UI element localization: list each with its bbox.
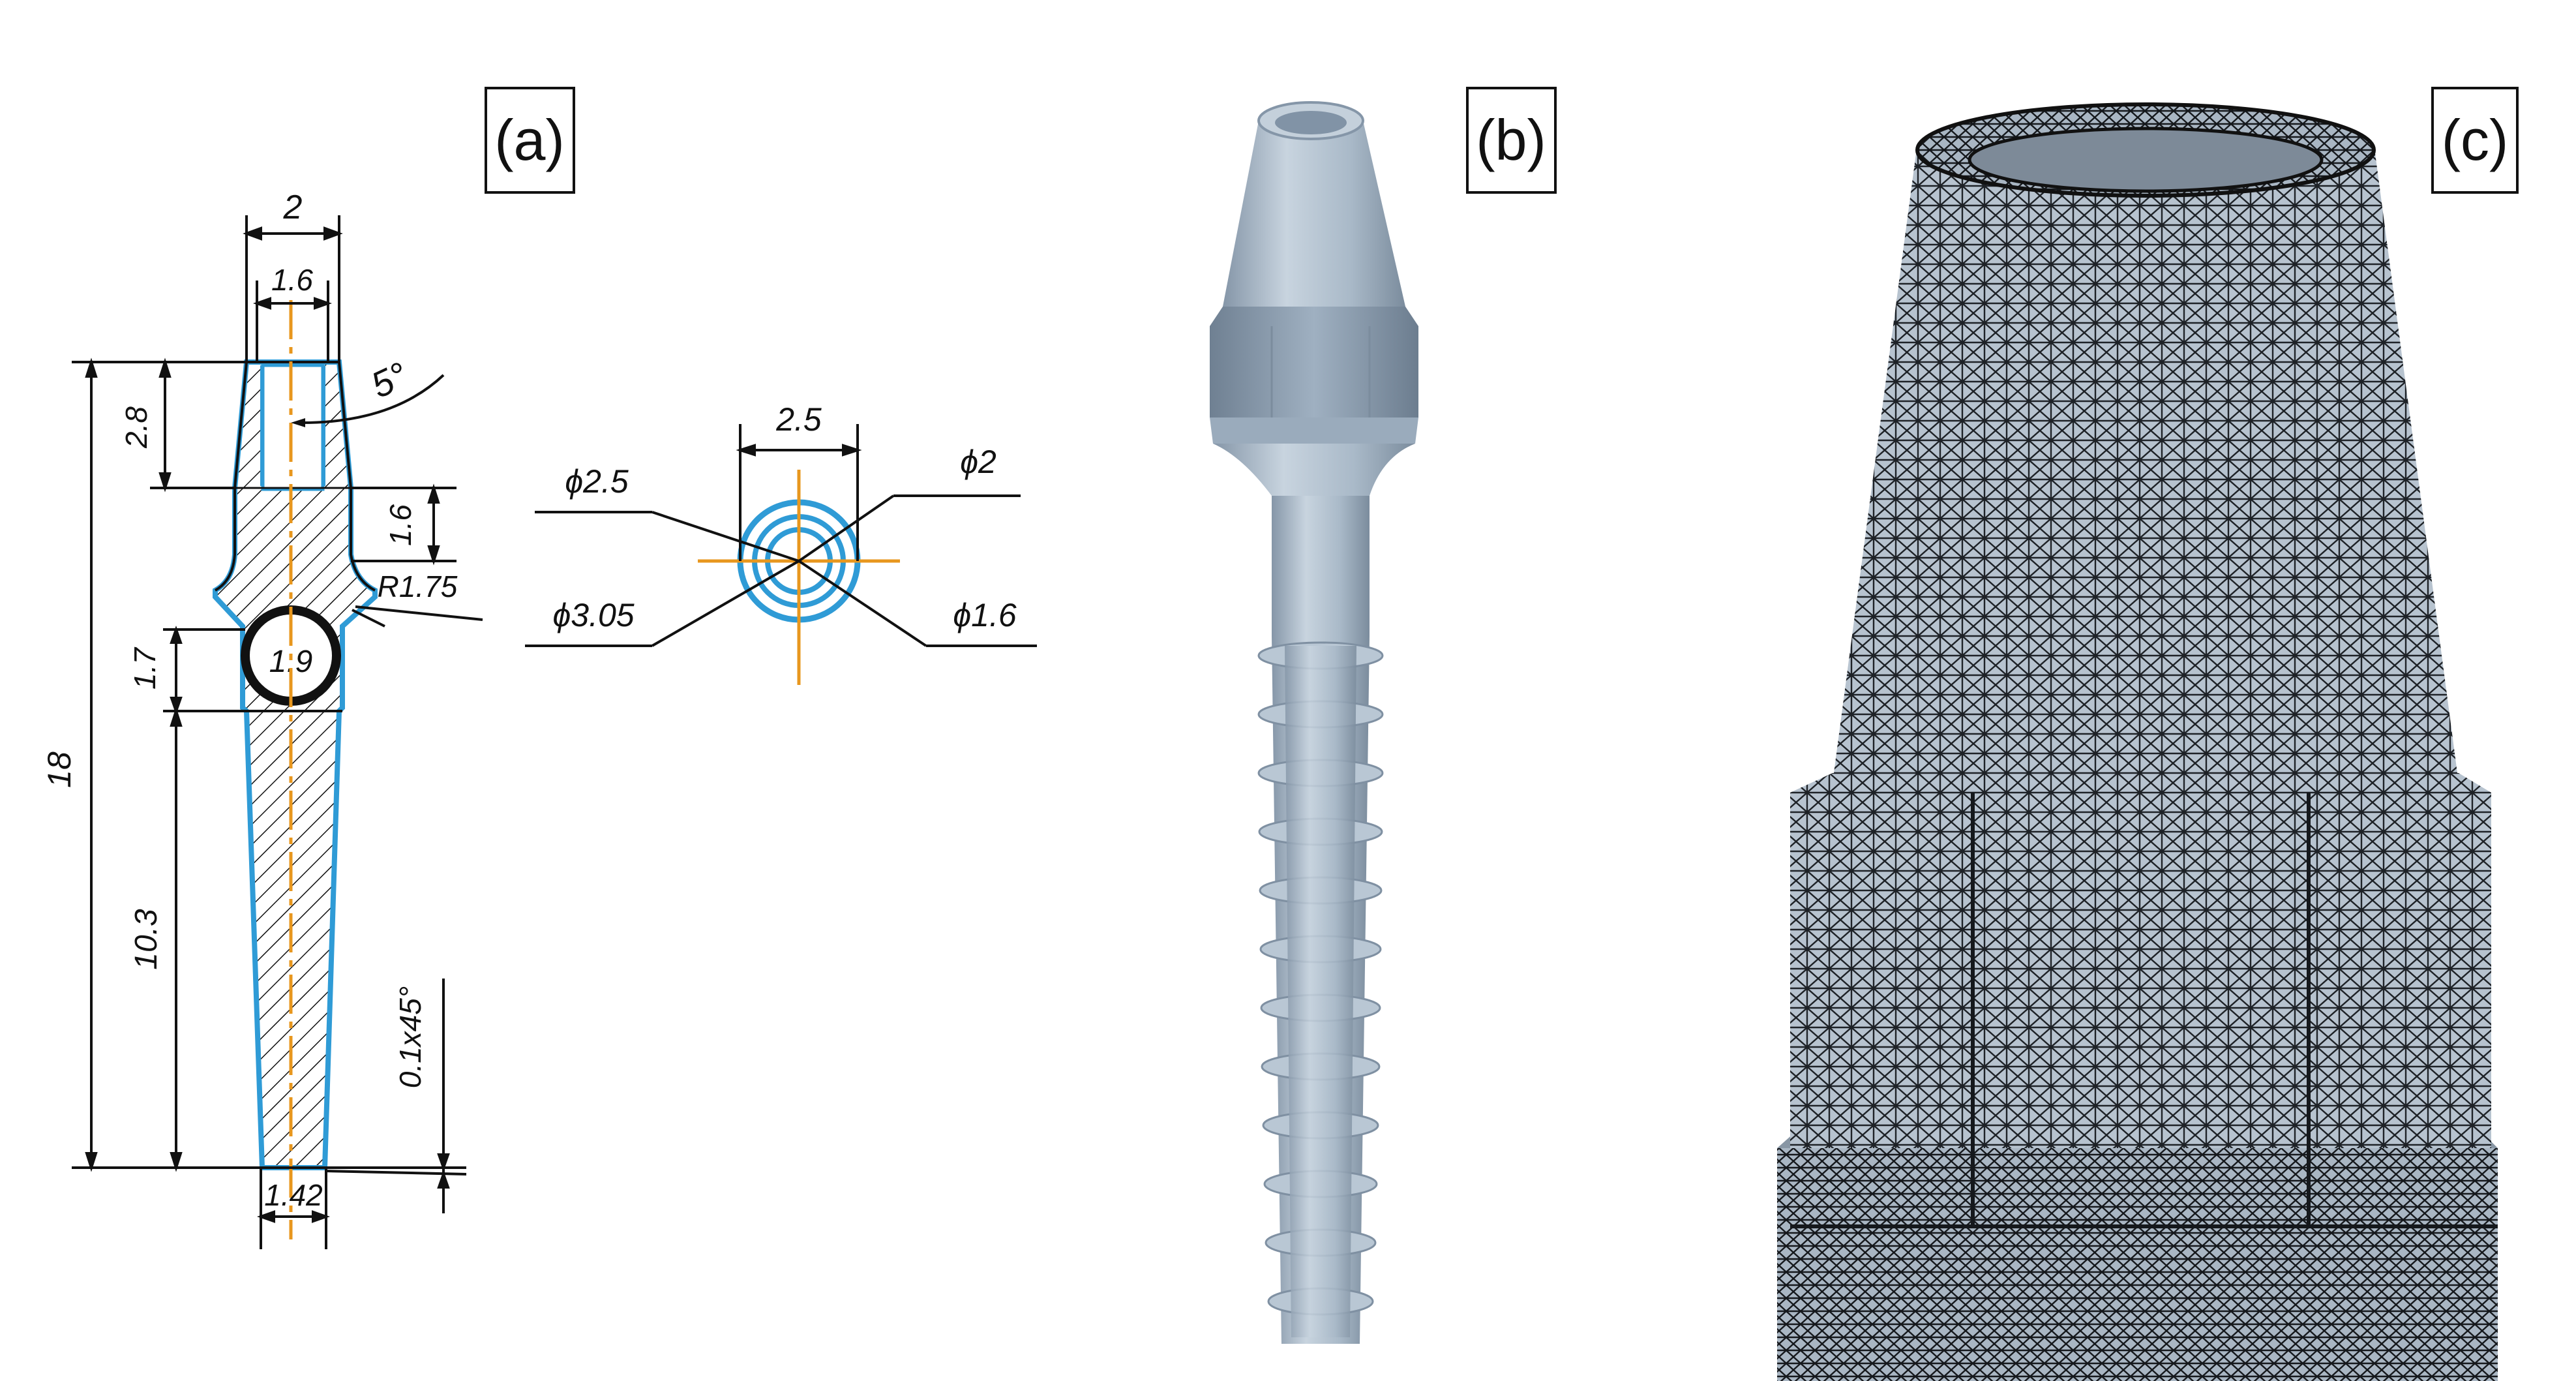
section-width-label: 2.5 <box>775 401 822 438</box>
panel-a-label: (a) <box>494 108 565 172</box>
dim-top-outer <box>243 215 343 362</box>
cross-section-view: 2.5 ϕ2.5 ϕ2 ϕ3.05 ϕ1.6 <box>525 401 1037 685</box>
panel-c-mesh: (c) <box>1777 87 2519 1381</box>
section-d-inner-right: ϕ1.6 <box>953 597 1017 633</box>
section-d-inner-left: ϕ3.05 <box>552 597 634 633</box>
dim-top-inner-label: 1.6 <box>271 263 313 297</box>
dim-taper-arc <box>296 374 445 425</box>
dim-shank-length <box>170 706 183 1172</box>
dim-ball-height-label: 1.7 <box>128 647 162 690</box>
dim-neck-height-label: 1.6 <box>383 504 417 546</box>
panel-c-label: (c) <box>2442 108 2509 172</box>
section-d-outer-left: ϕ2.5 <box>565 463 629 500</box>
panel-b-model: (b) <box>1210 87 1557 1344</box>
dim-ball-height <box>163 625 245 716</box>
dim-chamfer <box>324 979 467 1213</box>
panel-b-label: (b) <box>1476 108 1546 172</box>
dim-total-length-label: 18 <box>41 751 78 788</box>
dim-head-height <box>72 357 247 493</box>
dim-total-length <box>72 357 466 1172</box>
dim-shank-length-label: 10.3 <box>129 909 164 970</box>
dim-neck-height <box>351 483 457 566</box>
dim-taper-label: 5° <box>365 354 413 406</box>
dim-neck-radius: R1.75 <box>378 569 458 603</box>
dim-top-inner <box>252 281 333 362</box>
dim-head-height-label: 2.8 <box>119 406 153 449</box>
panel-a-label-box: (a) <box>485 87 575 194</box>
panel-a-drawing: (a) 1.9 2 1.6 <box>41 87 1037 1249</box>
dim-top-outer-label: 2 <box>283 189 303 226</box>
dim-chamfer-label: 0.1x45° <box>393 986 427 1089</box>
dim-tip-width <box>256 1168 331 1249</box>
section-d-outer-right: ϕ2 <box>960 444 996 480</box>
dim-tip-width-label: 1.42 <box>264 1178 323 1212</box>
